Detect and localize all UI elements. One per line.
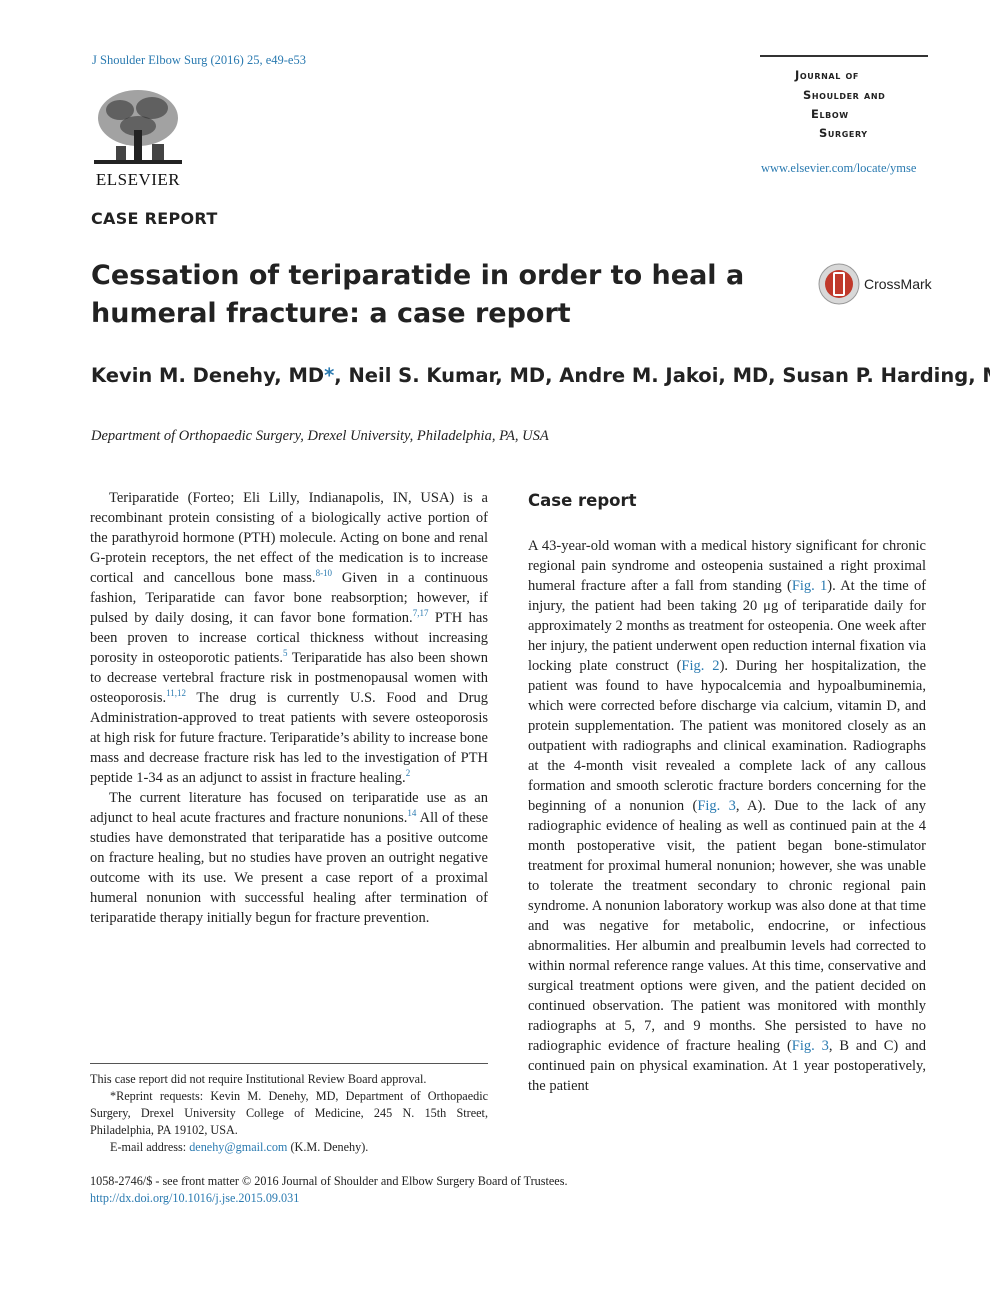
crossmark-label: CrossMark <box>864 276 932 292</box>
elsevier-logo: ELSEVIER <box>90 86 186 189</box>
case-report-column: A 43-year-old woman with a medical histo… <box>528 536 926 1096</box>
citation-ref[interactable]: 7,17 <box>412 608 429 619</box>
journal-logo: Journal of Shoulder and Elbow Surgery <box>760 55 930 150</box>
article-type: CASE REPORT <box>91 209 218 228</box>
body-text: Given in a continuous fashion, Teriparat… <box>90 570 488 626</box>
journal-logo-line: Journal of <box>795 68 859 82</box>
email-link[interactable]: denehy@gmail.com <box>189 1140 288 1154</box>
journal-citation[interactable]: J Shoulder Elbow Surg (2016) 25, e49-e53 <box>92 53 306 67</box>
figure-link[interactable]: Fig. 2 <box>681 658 720 674</box>
intro-column: Teriparatide (Forteo; Eli Lilly, Indiana… <box>90 488 488 928</box>
body-text: All of these studies have demonstrated t… <box>90 810 488 926</box>
body-text: , A). Due to the lack of any radiographi… <box>528 798 926 1054</box>
elsevier-tree-icon <box>90 86 186 170</box>
figure-link[interactable]: Fig. 3 <box>791 1038 829 1054</box>
email-label: E-mail address: <box>110 1140 190 1154</box>
doi-link[interactable]: http://dx.doi.org/10.1016/j.jse.2015.09.… <box>90 1191 300 1205</box>
body-text: ). At the time of injury, the patient ha… <box>528 578 927 674</box>
corresponding-author-mark[interactable]: * <box>324 364 335 387</box>
journal-url-link[interactable]: www.elsevier.com/locate/ymse <box>761 161 917 175</box>
body-text: A 43-year-old woman with a medical histo… <box>528 538 926 594</box>
footnote-divider <box>90 1063 488 1064</box>
irb-note: This case report did not require Institu… <box>90 1072 427 1086</box>
issn-line: 1058-2746/$ - see front matter © 2016 Jo… <box>90 1174 568 1188</box>
article-title: Cessation of teriparatide in order to he… <box>91 260 745 329</box>
body-text: The drug is currently U.S. Food and Drug… <box>90 690 488 786</box>
author-name[interactable]: Kevin M. Denehy, MD <box>91 364 325 387</box>
body-text: Teriparatide (Forteo; Eli Lilly, Indiana… <box>90 490 488 586</box>
crossmark-icon <box>818 263 860 305</box>
case-paragraph: A 43-year-old woman with a medical histo… <box>528 536 926 1096</box>
footnotes: This case report did not require Institu… <box>90 1071 488 1156</box>
figure-link[interactable]: Fig. 3 <box>697 798 736 814</box>
author-names: , Neil S. Kumar, MD, Andre M. Jakoi, MD,… <box>334 364 990 387</box>
citation-ref[interactable]: 5 <box>283 648 288 659</box>
intro-paragraph: The current literature has focused on te… <box>90 788 488 928</box>
author-list: Kevin M. Denehy, MD*, Neil S. Kumar, MD,… <box>91 364 990 387</box>
body-text: Teriparatide has also been shown to decr… <box>90 650 488 706</box>
affiliation: Department of Orthopaedic Surgery, Drexe… <box>91 428 549 444</box>
journal-logo-rule <box>760 55 928 57</box>
body-text: , B and C) and continued pain on physica… <box>528 1038 927 1094</box>
citation-ref[interactable]: 14 <box>407 808 417 819</box>
citation-ref[interactable]: 8-10 <box>315 568 333 579</box>
figure-link[interactable]: Fig. 1 <box>791 578 828 594</box>
body-text: PTH has been proven to increase cortical… <box>90 610 488 666</box>
publisher-name: ELSEVIER <box>95 170 181 189</box>
intro-paragraph: Teriparatide (Forteo; Eli Lilly, Indiana… <box>90 488 488 788</box>
section-heading: Case report <box>528 491 637 510</box>
journal-logo-line: Surgery <box>819 126 868 140</box>
bottom-matter: 1058-2746/$ - see front matter © 2016 Jo… <box>90 1173 568 1207</box>
body-text: The current literature has focused on te… <box>90 790 488 826</box>
journal-logo-line: Shoulder and <box>803 88 886 102</box>
email-note: E-mail address: denehy@gmail.com (K.M. D… <box>90 1139 488 1156</box>
body-text: ). During her hospitalization, the patie… <box>528 658 926 814</box>
reprint-note: *Reprint requests: Kevin M. Denehy, MD, … <box>90 1089 488 1137</box>
citation-ref[interactable]: 11,12 <box>166 688 187 699</box>
journal-logo-line: Elbow <box>811 107 849 121</box>
crossmark-button[interactable]: CrossMark <box>817 262 932 306</box>
email-owner: (K.M. Denehy). <box>287 1140 369 1154</box>
citation-ref[interactable]: 2 <box>405 768 411 779</box>
